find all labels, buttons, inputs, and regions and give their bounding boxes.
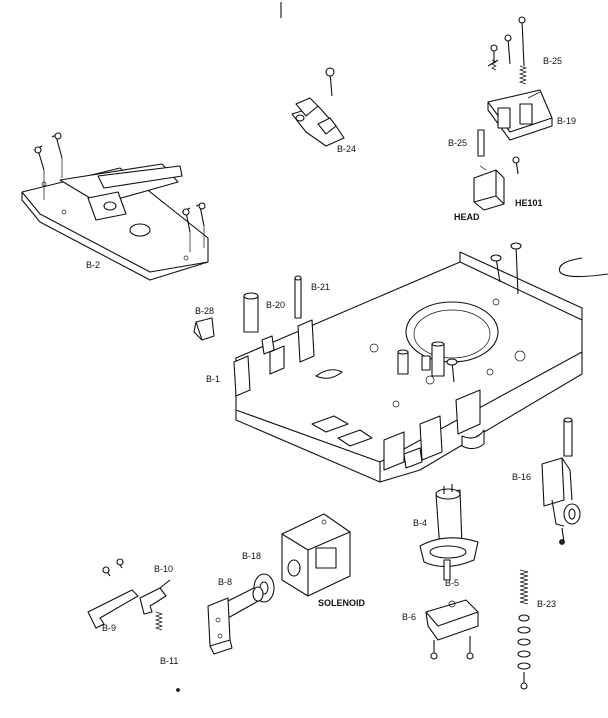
label-b2: B-2 — [86, 260, 100, 270]
label-b11: B-11 — [160, 656, 178, 666]
label-b10: B-10 — [154, 564, 173, 574]
part-b10-b9-b11-levers — [87, 558, 180, 692]
label-head: HEAD — [454, 212, 480, 222]
part-b16-bracket — [541, 417, 581, 545]
part-b2-plate — [21, 132, 209, 281]
part-b18-b8-plunger — [207, 573, 275, 655]
label-b18: B-18 — [242, 551, 261, 561]
label-b16: B-16 — [512, 472, 531, 482]
label-b8: B-8 — [218, 577, 232, 587]
part-b20-post — [243, 292, 259, 333]
label-b24: B-24 — [337, 144, 356, 154]
label-b23: B-23 — [537, 599, 556, 609]
part-b23-spring — [517, 569, 531, 690]
label-b28: B-28 — [195, 306, 214, 316]
part-b1-chassis — [233, 242, 608, 483]
label-b25-left: B-25 — [448, 138, 467, 148]
label-b5: B-5 — [445, 578, 459, 588]
part-b24-bracket — [291, 67, 345, 147]
part-b28-clip — [193, 317, 215, 341]
label-b20: B-20 — [266, 300, 285, 310]
label-b1: B-1 — [206, 374, 220, 384]
part-solenoid — [281, 513, 351, 597]
label-b6-right: B-6 — [402, 612, 416, 622]
label-b4: B-4 — [413, 518, 427, 528]
label-b21: B-21 — [311, 282, 330, 292]
part-b21-pin — [294, 275, 302, 319]
label-b19: B-19 — [557, 116, 576, 126]
label-solenoid: SOLENOID — [318, 598, 366, 608]
label-b9: B-9 — [102, 623, 116, 633]
label-b25-top: B-25 — [543, 56, 562, 66]
part-b19-head-assembly — [473, 16, 553, 211]
part-b4-motor — [419, 484, 479, 660]
label-he101: HE101 — [515, 198, 543, 208]
